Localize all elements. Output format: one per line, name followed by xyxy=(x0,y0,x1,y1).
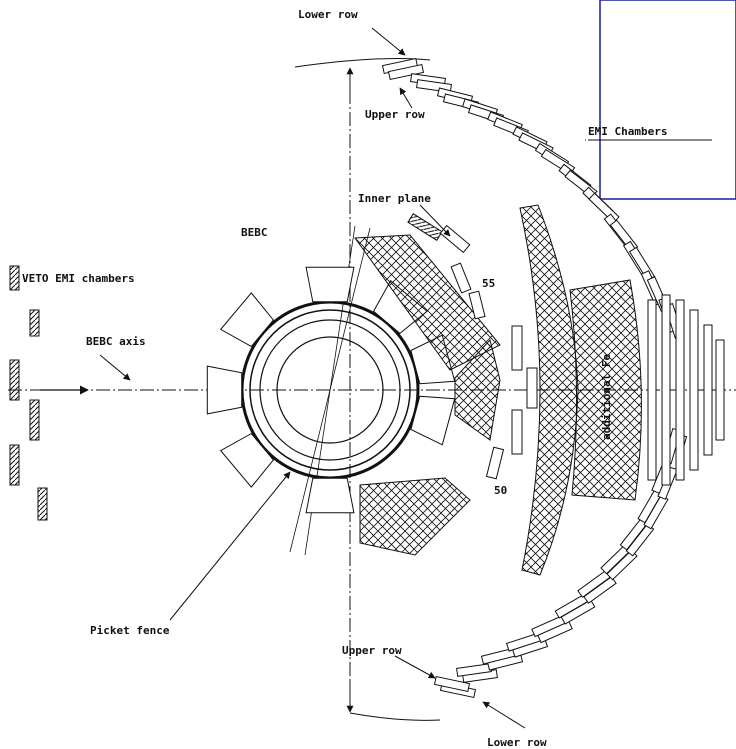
label-upper-row-bottom: Upper row xyxy=(342,644,402,657)
label-upper-row-top: Upper row xyxy=(365,108,425,121)
bebc-ring-3 xyxy=(259,319,401,461)
hatched-shield-lower xyxy=(359,477,471,556)
label-50: 50 xyxy=(494,484,507,497)
outer-arc-bottom xyxy=(349,712,441,721)
hatched-shield-upper xyxy=(354,234,501,371)
label-bebc-axis: BEBC axis xyxy=(86,335,146,348)
emi-chambers-right xyxy=(647,294,725,486)
emi-chambers-lower xyxy=(433,427,688,699)
label-emi-chambers: EMI Chambers xyxy=(588,125,667,138)
additional-fe-crescent xyxy=(519,204,579,576)
label-additional-fe: additional Fe xyxy=(600,354,613,440)
picket-fence-sector xyxy=(206,365,243,415)
outer-arc-top xyxy=(294,58,431,68)
label-lower-row-bottom: Lower row xyxy=(487,736,547,749)
leader-bebc-axis xyxy=(99,354,131,381)
bebc-inner-ring xyxy=(276,336,384,444)
emi-chamber xyxy=(675,299,685,481)
label-inner-plane: Inner plane xyxy=(358,192,431,205)
emi-chamber xyxy=(661,294,671,486)
label-55: 55 xyxy=(482,277,495,290)
leader-lower-row-top xyxy=(371,27,406,56)
leader-inner-plane xyxy=(419,204,451,237)
label-bebc: BEBC xyxy=(241,226,268,239)
label-picket-fence: Picket fence xyxy=(90,624,170,637)
additional-fe-block xyxy=(569,279,642,501)
emi-chamber xyxy=(647,299,657,481)
emi-chamber xyxy=(387,63,425,81)
picket-fence-sectors xyxy=(206,266,456,514)
leader-upper-row-top xyxy=(399,87,413,109)
hatched-shield-right xyxy=(454,338,501,441)
veto-emi-chambers xyxy=(9,265,48,521)
leader-lower-row-bottom xyxy=(482,701,526,729)
picket-fence-sector xyxy=(410,395,456,446)
label-veto: VETO EMI chambers xyxy=(22,272,135,285)
legend-box xyxy=(599,0,736,200)
picket-fence-sector xyxy=(305,266,355,303)
picket-fence-sector xyxy=(305,477,355,514)
emi-chambers-upper xyxy=(381,57,684,340)
emi-chamber xyxy=(715,339,725,441)
emi-chamber xyxy=(433,675,471,693)
emi-chamber xyxy=(689,309,699,471)
label-lower-row-top: Lower row xyxy=(298,8,358,21)
bebc-ring-2 xyxy=(249,309,411,471)
leader-picket-fence xyxy=(169,471,291,621)
picket-fence-sector xyxy=(219,432,275,488)
picket-fence-sector xyxy=(219,292,275,348)
leader-upper-row-bottom xyxy=(394,655,436,679)
emi-chamber xyxy=(703,324,713,456)
